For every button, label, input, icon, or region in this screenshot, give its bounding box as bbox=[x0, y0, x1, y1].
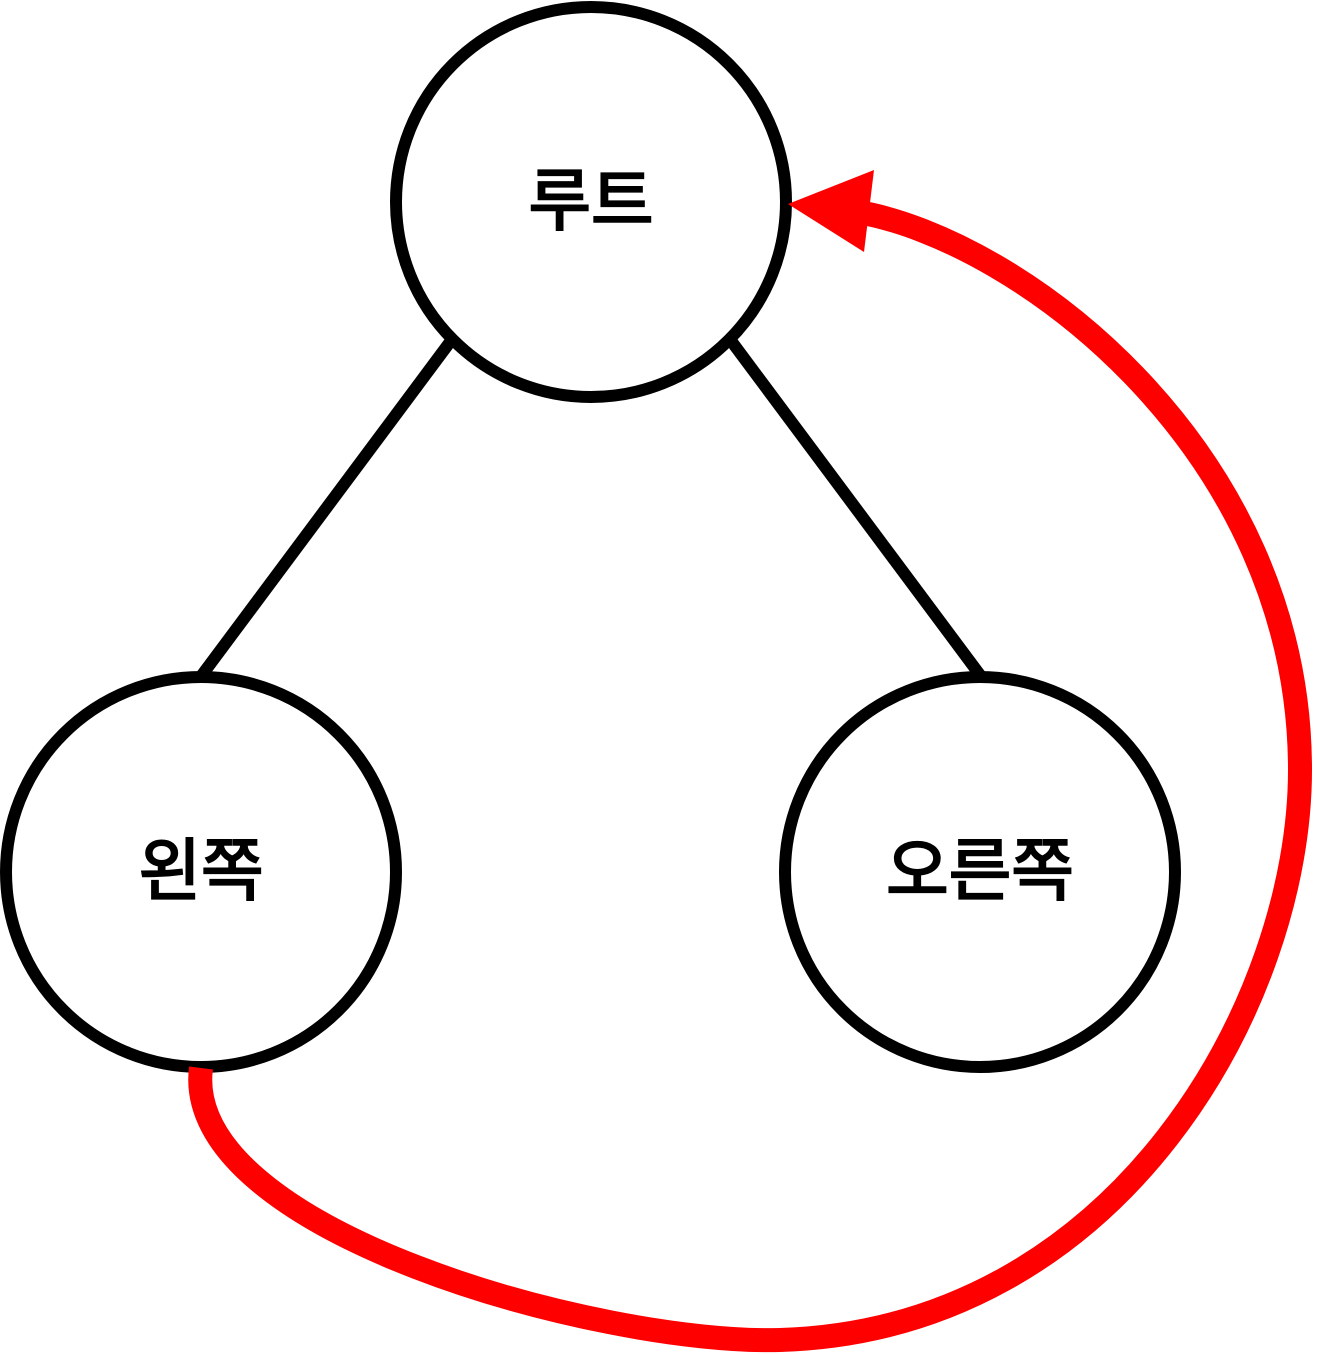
edge-root-left bbox=[197, 338, 455, 679]
node-left-label: 왼쪽 bbox=[138, 833, 263, 912]
node-right: 오른쪽 bbox=[779, 671, 1181, 1073]
node-left: 왼쪽 bbox=[0, 671, 402, 1073]
return-arrowhead-icon bbox=[788, 170, 874, 252]
return-arrow-path bbox=[188, 200, 1313, 1353]
edge-root-right bbox=[727, 338, 985, 679]
node-right-circle bbox=[779, 671, 1181, 1073]
node-left-circle bbox=[0, 671, 402, 1073]
node-root-circle bbox=[390, 1, 792, 403]
node-root-label: 루트 bbox=[528, 163, 653, 242]
node-root: 루트 bbox=[390, 1, 792, 403]
node-right-label: 오른쪽 bbox=[886, 833, 1074, 912]
